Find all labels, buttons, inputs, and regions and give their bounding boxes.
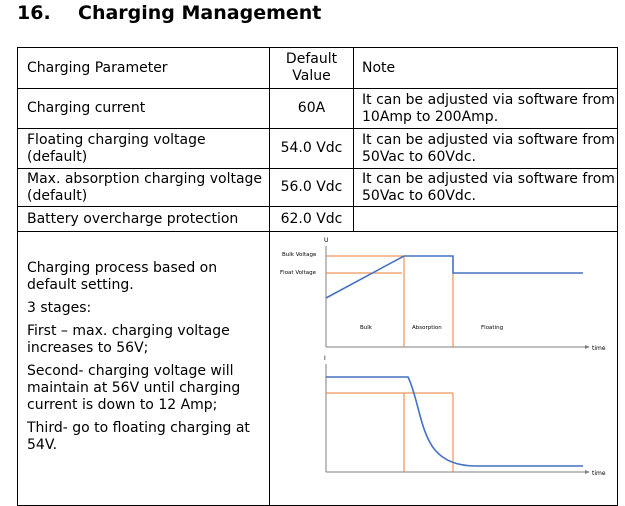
table-row: Floating charging voltage (default) 54.0… [17,128,618,169]
value-cell: 54.0 Vdc [269,128,354,169]
stage-absorption-label: Absorption [412,325,442,331]
value-cell: 56.0 Vdc [269,168,354,207]
table-row: Charging current 60A It can be adjusted … [17,88,618,129]
section-heading: 16. Charging Management [17,2,321,24]
voltage-axis-label: U [324,237,328,244]
stage-floating-label: Floating [481,325,503,331]
process-line: First – max. charging voltage increases … [27,323,230,356]
time-axis-bottom-arrow-icon [585,470,590,474]
process-line: Third- go to floating charging at 54V. [27,420,250,453]
process-line: 3 stages: [27,300,92,316]
param-cell: Floating charging voltage (default) [17,128,270,169]
time-label-bottom: time [592,470,606,477]
header-default-value: Default Value [269,47,354,89]
charging-diagram-cell: U time Bulk Voltage Float Voltage Bulk A… [269,231,618,506]
time-axis-arrow-icon [585,345,590,349]
header-note: Note [353,47,618,89]
param-cell: Battery overcharge protection [17,206,270,232]
process-line: Second- charging voltage will maintain a… [27,363,241,413]
process-row: Charging process based on default settin… [17,231,618,506]
bulk-voltage-label: Bulk Voltage [282,252,317,258]
param-cell: Max. absorption charging voltage (defaul… [17,168,270,207]
table-header-row: Charging Parameter Default Value Note [17,47,618,89]
voltage-curve [325,255,583,299]
process-line: Charging process based on default settin… [27,260,218,293]
float-voltage-label: Float Voltage [280,270,317,276]
charging-diagram: U time Bulk Voltage Float Voltage Bulk A… [280,237,606,477]
header-parameter: Charging Parameter [17,47,270,89]
table-row: Battery overcharge protection 62.0 Vdc [17,206,618,232]
note-cell: It can be adjusted via software from 50V… [353,128,618,169]
value-cell: 60A [269,88,354,129]
note-cell: It can be adjusted via software from 10A… [353,88,618,129]
charging-table: Charging Parameter Default Value Note Ch… [17,47,618,506]
note-cell: It can be adjusted via software from 50V… [353,168,618,207]
current-curve [326,376,583,467]
time-label-top: time [592,345,606,352]
value-cell: 62.0 Vdc [269,206,354,232]
table-row: Max. absorption charging voltage (defaul… [17,168,618,207]
param-cell: Charging current [17,88,270,129]
section-title: Charging Management [78,2,322,24]
process-description: Charging process based on default settin… [17,231,270,506]
stage-bulk-label: Bulk [360,325,373,331]
note-cell [353,206,618,232]
section-number: 16. [17,2,51,24]
current-axis-label: I [324,355,326,362]
